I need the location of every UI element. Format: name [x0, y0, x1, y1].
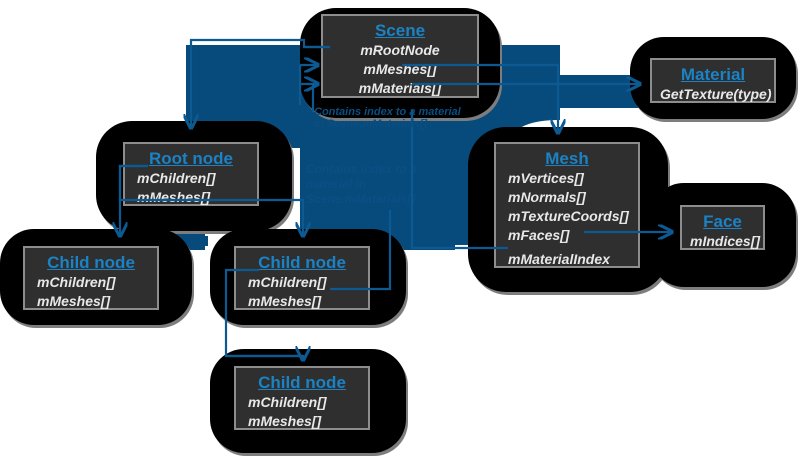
- node-field-scene-mrootnode: mRootNode: [360, 42, 440, 58]
- node-field-face-mindices: mIndices[]: [690, 233, 761, 249]
- line-scene-to-root-node: [191, 38, 330, 128]
- line-child2-meshes-to-mesh: [330, 210, 392, 291]
- node-title-root-node: Root node: [148, 149, 234, 168]
- node-title-scene: Scene: [374, 21, 426, 40]
- node-field-mesh-mvertices: mVertices[]: [508, 170, 584, 186]
- node-title-material: Material: [680, 65, 746, 84]
- node-field-child3-mchildren: mChildren[]: [248, 394, 327, 410]
- node-field-mesh-mtexturecoords: mTextureCoords[]: [508, 208, 629, 224]
- node-box-child-node-1[interactable]: Child node mChildren[] mMeshes[]: [23, 246, 159, 310]
- node-field-mesh-mnormals: mNormals[]: [508, 189, 586, 205]
- node-box-scene[interactable]: Scene mRootNode mMeshes[] mMaterials[]: [321, 14, 479, 98]
- node-field-child1-mchildren: mChildren[]: [37, 274, 116, 290]
- line-root-to-child2: [118, 164, 303, 236]
- line-scene-meshes-to-mesh: [402, 63, 558, 133]
- node-box-child-node-2[interactable]: Child node mChildren[] mMeshes[]: [234, 246, 370, 310]
- node-field-child2-mchildren: mChildren[]: [248, 274, 327, 290]
- node-title-child-node-2: Child node: [258, 253, 346, 272]
- node-box-mesh[interactable]: Mesh mVertices[] mNormals[] mTextureCoor…: [494, 142, 640, 268]
- annotation-material-index: Contains index to a material in Scene.mM…: [314, 106, 461, 130]
- node-field-root-mchildren: mChildren[]: [137, 170, 216, 186]
- line-child2-child3-arrow: [226, 356, 303, 360]
- annotation-line-1: Contains index to a material: [314, 106, 461, 118]
- node-field-mesh-mmaterialindex: mMaterialIndex: [508, 251, 610, 267]
- node-title-mesh: Mesh: [545, 149, 589, 168]
- line-materialindex-route: [410, 110, 466, 250]
- annotation-line-2: in Scene.mMaterials[]: [314, 118, 428, 130]
- node-box-material[interactable]: Material GetTexture(type): [650, 58, 776, 103]
- node-title-child-node-3: Child node: [258, 373, 346, 392]
- node-field-child1-mmeshes: mMeshes[]: [37, 293, 111, 309]
- node-field-child3-mmeshes: mMeshes[]: [248, 413, 322, 429]
- node-box-child-node-3[interactable]: Child node mChildren[] mMeshes[]: [234, 366, 370, 430]
- node-box-face[interactable]: Face mIndices[]: [680, 205, 765, 250]
- line-child2-to-child3-path: [224, 268, 303, 358]
- node-field-child2-mmeshes: mMeshes[]: [248, 293, 322, 309]
- node-title-child-node-1: Child node: [47, 253, 135, 272]
- annotation-ghost-copy: Contains index to a material in Scene.mM…: [306, 162, 417, 206]
- node-field-material-gettexture: GetTexture(type): [660, 86, 772, 102]
- node-field-mesh-mfaces: mFaces[]: [508, 227, 570, 243]
- node-title-face: Face: [703, 212, 742, 231]
